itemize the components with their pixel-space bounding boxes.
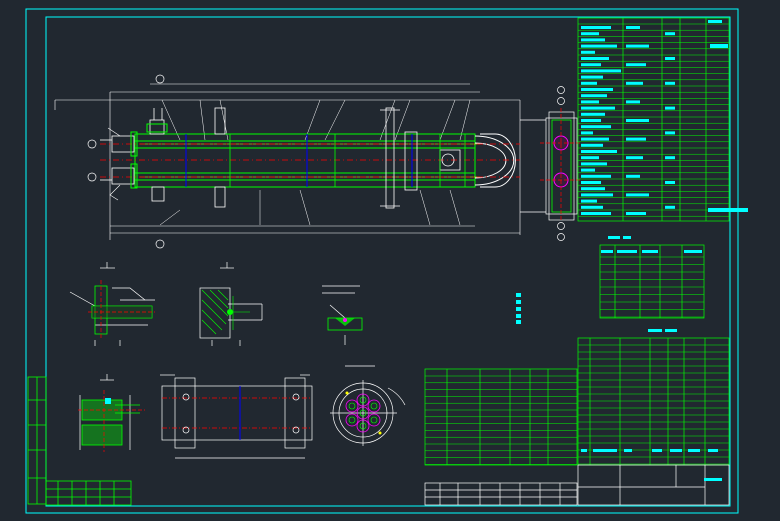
spec-table-cell-text: [581, 81, 597, 85]
spec-table-cell-text: [626, 156, 643, 160]
spec-table-note-bar-3: [708, 20, 722, 23]
spec-table-cell-text: [626, 174, 640, 178]
spec-table-cell-text: [581, 75, 603, 79]
spec-table-cell-text: [581, 168, 595, 172]
spec-table-cell-text: [626, 193, 649, 197]
tube-layout-view: [330, 365, 406, 446]
spec-table-cell-text: [581, 69, 621, 73]
spec-table-cell-text: [581, 94, 607, 98]
spec-table-cell-text: [665, 131, 675, 135]
spec-table-cell-text: [581, 100, 599, 104]
sheet-outer-border: [25, 8, 739, 514]
spec-table-cell-text: [665, 81, 675, 85]
spec-table-cell-text: [581, 57, 609, 60]
spec-table-note-bar-2: [710, 44, 728, 48]
spec-table-cell-text: [581, 193, 613, 197]
spec-table-cell-text: [626, 119, 649, 122]
spec-table-cell-text: [581, 143, 603, 147]
spec-table-cell-text: [581, 150, 617, 153]
weld-detail-view: [322, 285, 363, 345]
spec-table-cell-text: [581, 137, 609, 141]
spec-table-cell-text: [665, 57, 675, 60]
spec-table-cell-text: [581, 106, 615, 110]
spec-table-cell-text: [581, 125, 611, 129]
tube-sheet-view: [160, 374, 313, 459]
spec-table-cell-text: [665, 32, 675, 36]
spec-table-cell-text: [581, 174, 611, 178]
spec-table-cell-text: [581, 88, 613, 91]
detail-view-3: [78, 374, 145, 452]
spec-table-cell-text: [581, 131, 593, 135]
spec-table-cell-text: [581, 212, 611, 215]
spec-table-cell-text: [626, 212, 646, 215]
specification-table: [577, 17, 730, 222]
spec-table-cell-text: [581, 187, 605, 191]
spec-table-note-bar: [708, 208, 748, 212]
spec-table-cell-text: [626, 100, 640, 104]
spec-table-cell-text: [665, 205, 675, 209]
sheet-inner-border: [45, 16, 731, 507]
spec-table-cell-text: [581, 63, 601, 67]
spec-table-cell-text: [581, 32, 599, 36]
side-strip-table: [27, 376, 47, 505]
spec-table-cell-text: [581, 205, 603, 209]
spec-table-cell-text: [581, 50, 595, 54]
nozzle-table: [599, 236, 705, 319]
spec-table-cell-text: [581, 162, 607, 166]
spec-table-cell-text: [626, 63, 646, 67]
spec-table-cell-text: [581, 119, 601, 122]
spec-table-cell-text: [626, 26, 640, 29]
spec-table-cell-text: [581, 38, 605, 42]
spec-table-cell-text: [581, 199, 597, 203]
title-block: [577, 464, 730, 506]
spec-table-cell-text: [581, 112, 605, 116]
detail-view-1: [69, 262, 155, 346]
spec-table-cell-text: [581, 26, 611, 29]
detail-view-2: [199, 262, 263, 346]
spec-table-cell-text: [581, 181, 601, 184]
spec-table-cell-text: [581, 44, 617, 48]
spec-table-cell-text: [626, 81, 643, 85]
spec-table-cell-text: [581, 156, 599, 160]
spec-table-cell-text: [665, 106, 675, 110]
revision-table: [424, 482, 578, 506]
end-view: [520, 86, 580, 241]
spec-table-cell-text: [626, 44, 649, 48]
note-markers: [516, 293, 521, 324]
main-elevation-view: [54, 74, 521, 249]
spec-table-cell-text: [665, 156, 675, 160]
bill-of-materials: [424, 368, 578, 466]
spec-table-cell-text: [626, 137, 646, 141]
bottom-left-table: [45, 480, 132, 506]
spec-table-cell-text: [665, 181, 675, 184]
